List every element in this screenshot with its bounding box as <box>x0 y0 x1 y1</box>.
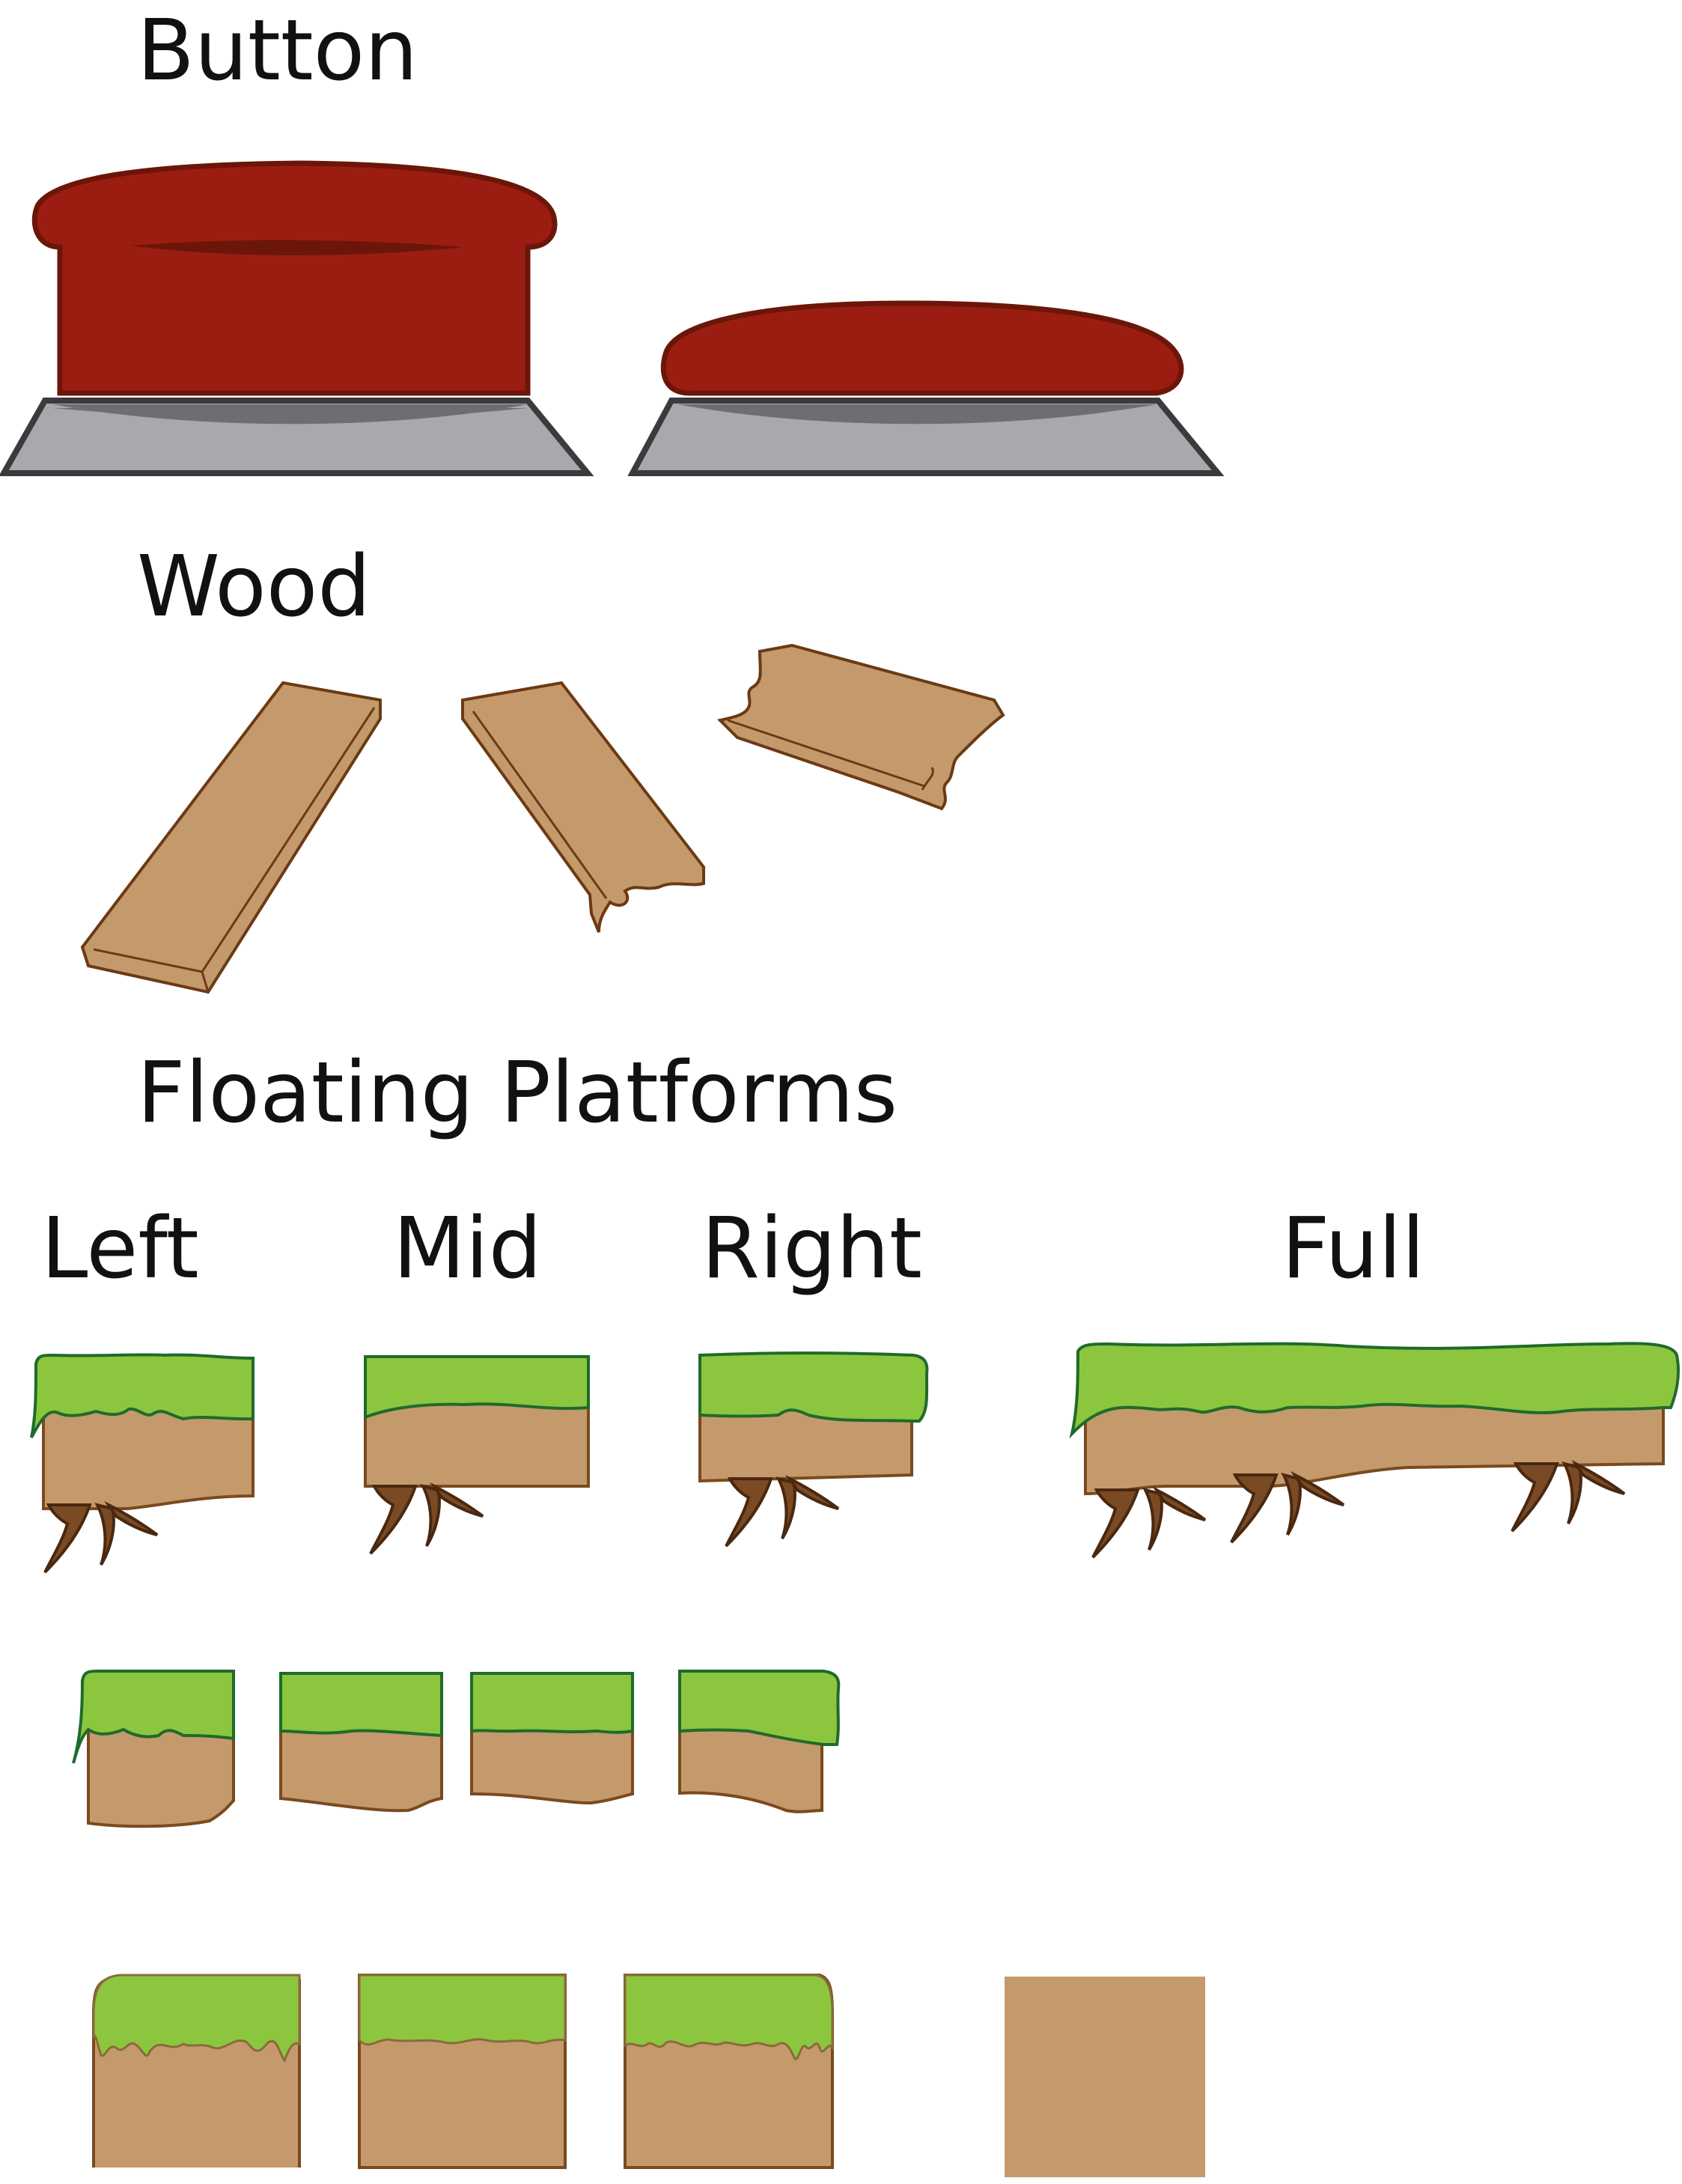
column-label-full: Full <box>1282 1200 1425 1298</box>
column-label-right: Right <box>701 1200 922 1298</box>
platform-mid-rooted <box>364 1355 590 1555</box>
platform-left-block <box>92 1974 301 2168</box>
wood-plank-whole <box>80 681 382 994</box>
platform-left-rooted <box>30 1353 255 1574</box>
platform-right-rooted <box>698 1351 929 1548</box>
platform-left-plain <box>72 1670 235 1828</box>
button-section-title: Button <box>137 2 418 100</box>
wood-plank-broken-left <box>461 681 705 933</box>
wood-plank-broken-right <box>717 643 1005 811</box>
column-label-mid: Mid <box>393 1200 542 1298</box>
platform-mid-block <box>358 1974 567 2169</box>
platform-right-block <box>624 1974 834 2169</box>
floating-platforms-title: Floating Platforms <box>137 1044 898 1142</box>
platform-mid-plain-2 <box>470 1672 634 1805</box>
column-label-left: Left <box>41 1200 199 1298</box>
dirt-block-tile <box>1005 1977 1205 2177</box>
platform-right-plain <box>678 1670 841 1813</box>
button-unpressed <box>0 160 594 476</box>
platform-mid-plain-1 <box>279 1672 443 1813</box>
button-pressed <box>627 300 1225 476</box>
wood-section-title: Wood <box>137 538 371 636</box>
platform-full-rooted <box>1069 1342 1680 1559</box>
